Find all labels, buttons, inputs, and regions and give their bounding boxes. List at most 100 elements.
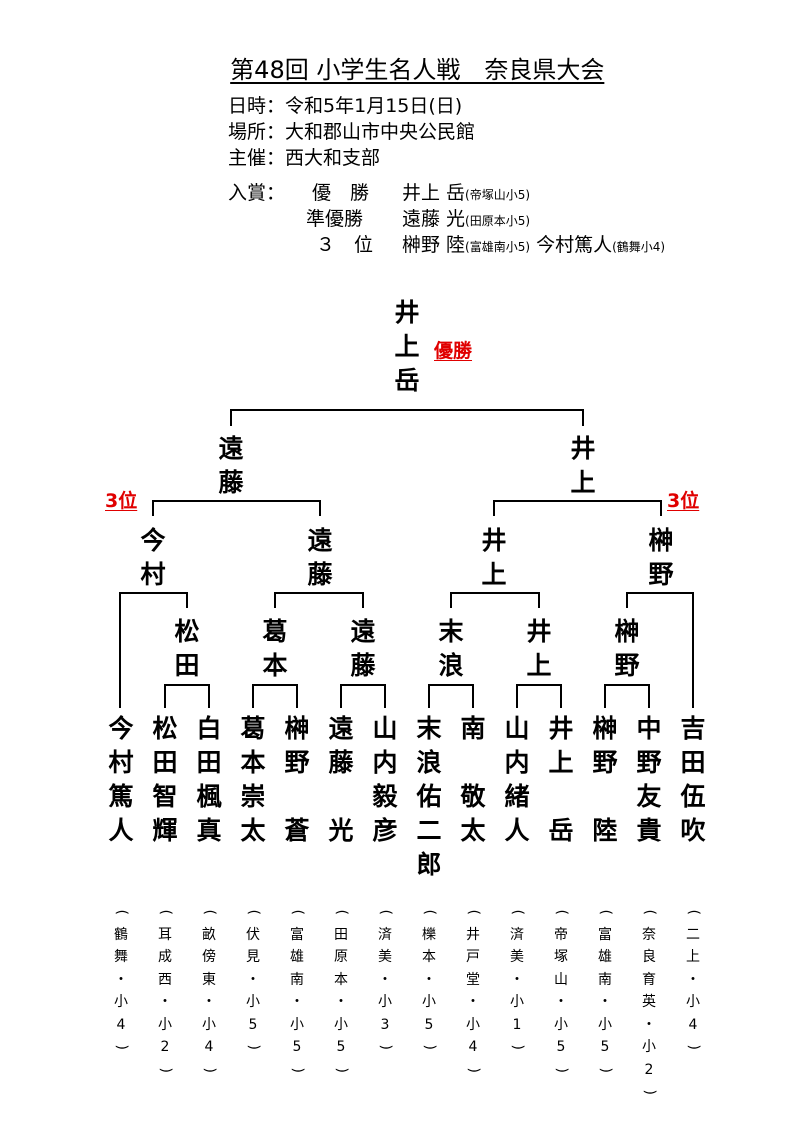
glyph: 井 [394,298,420,327]
glyph: 末 [416,714,442,743]
glyph: 楓 [196,782,222,811]
glyph: 田 [152,748,178,777]
glyph: 白 [196,714,222,743]
award-rank2: 遠藤 光(田原本小5) [402,206,530,234]
glyph: 上 [548,748,574,777]
rank2-school: (田原本小5) [465,214,531,228]
glyph: 遠 [350,617,376,646]
glyph: 南 [598,971,612,988]
glyph: 小 [202,1016,216,1033]
glyph: 人 [108,816,134,845]
player-name: 南 敬太 [455,712,491,848]
host-value: 西大和支部 [285,147,381,169]
glyph [587,780,623,814]
r1-2-winner: 葛本 [257,615,293,683]
glyph: 済 [510,926,524,943]
glyph: 毅 [372,782,398,811]
glyph: 藤 [350,651,376,680]
player-name: 今村篤人 [103,712,139,848]
glyph: 済 [378,926,392,943]
glyph: 今 [140,526,166,555]
glyph: ・ [642,1016,656,1033]
glyph: ) [641,1089,658,1095]
glyph: ) [333,1067,350,1073]
glyph: 野 [614,651,640,680]
glyph: 吉 [680,714,706,743]
glyph: 伍 [680,782,706,811]
glyph [279,780,315,814]
document-title: 第48回 小学生名人戦 奈良県大会 [0,22,804,118]
glyph: ・ [686,971,700,988]
third-place-label-right: 3位 [667,490,700,512]
glyph: 伏 [246,926,260,943]
glyph: ( [421,909,438,915]
glyph: ( [201,909,218,915]
glyph: 浪 [416,748,442,777]
glyph: ( [509,909,526,915]
glyph: 本 [422,949,436,965]
glyph: ( [465,909,482,915]
glyph: ) [465,1067,482,1073]
glyph: 上 [394,332,420,361]
glyph: 榊 [284,714,310,743]
glyph: 松 [152,714,178,743]
glyph: 塚 [554,949,568,965]
glyph: 葛 [262,617,288,646]
glyph: ( [377,909,394,915]
final-winner: 井上岳 [389,296,425,398]
info-date: 日時：令和5年1月15日(日) [228,93,462,119]
glyph: 本 [334,971,348,988]
glyph: 田 [334,926,348,943]
glyph: ( [245,909,262,915]
glyph: 友 [636,782,662,811]
glyph: 5 [336,1039,346,1055]
glyph: 東 [202,971,216,988]
glyph: 4 [688,1016,698,1033]
place-label: 場所： [228,121,286,143]
glyph: 3 [380,1016,390,1033]
glyph: 今 [108,714,134,743]
glyph: ・ [158,994,172,1010]
glyph: 小 [466,1016,480,1033]
glyph: 山 [372,714,398,743]
glyph: 櫟 [422,926,436,943]
glyph: 郎 [416,850,442,879]
glyph: 人 [504,816,530,845]
glyph: 富 [290,926,304,943]
glyph: ( [333,909,350,915]
glyph: 葛 [240,714,266,743]
glyph: ) [157,1067,174,1073]
player-name: 吉田伍吹 [675,712,711,848]
glyph: 小 [246,994,260,1010]
glyph: 真 [196,816,222,845]
glyph: 上 [481,560,507,589]
glyph: 雄 [598,949,612,965]
glyph: 井 [481,526,507,555]
qf-3-winner: 井上 [476,524,512,592]
third-place-label-left: 3位 [105,490,138,512]
glyph: 末 [438,617,464,646]
glyph: 小 [114,994,128,1010]
glyph: 田 [174,651,200,680]
glyph: 岳 [394,366,420,395]
glyph: 4 [468,1039,478,1055]
glyph: 小 [642,1039,656,1055]
glyph: 西 [158,971,172,988]
date-value: 令和5年1月15日(日) [285,95,463,117]
glyph: 雄 [290,949,304,965]
glyph: 奈 [642,926,656,943]
glyph: 富 [598,926,612,943]
glyph: 光 [328,816,354,845]
glyph: 中 [636,714,662,743]
glyph: 村 [140,560,166,589]
